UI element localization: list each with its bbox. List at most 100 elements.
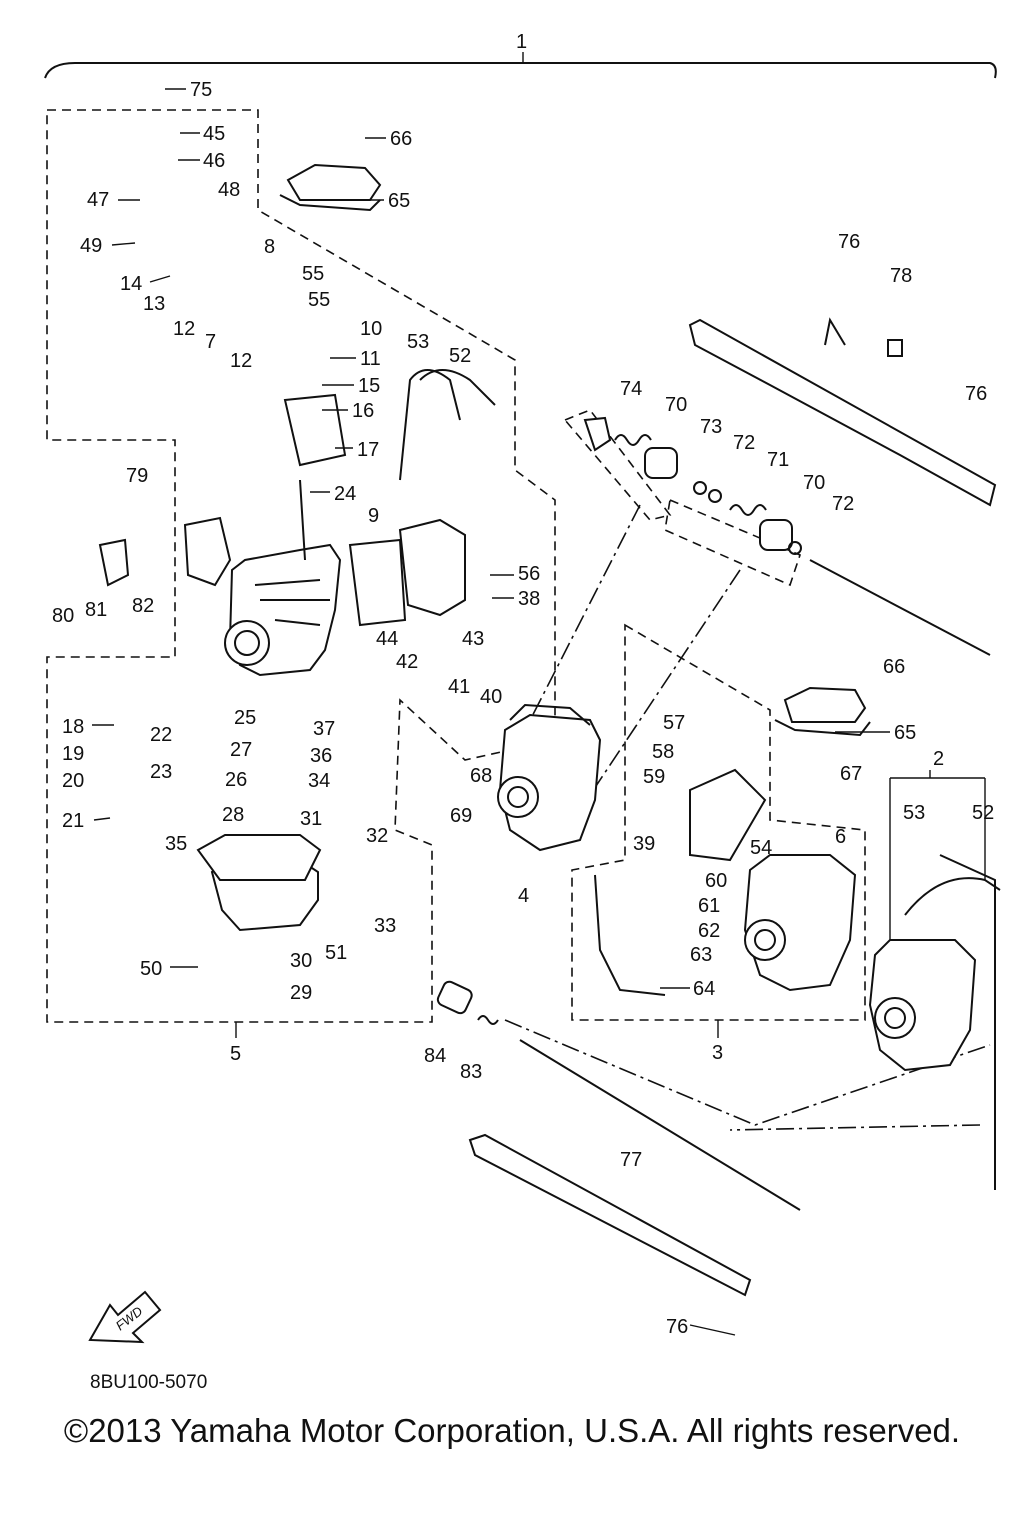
leader-lines [92, 88, 986, 1336]
callout-55b: 55 [308, 289, 330, 311]
carburetor-center-body [497, 703, 602, 852]
carburetor-assembly-2 [868, 854, 1001, 1190]
callout-46: 46 [203, 150, 225, 172]
callout-23: 23 [150, 761, 172, 783]
callout-42: 42 [396, 651, 418, 673]
callout-71: 71 [767, 449, 789, 471]
callout-15: 15 [358, 375, 380, 397]
sync-rod-and-rail [436, 980, 801, 1297]
callout-65: 65 [388, 190, 410, 212]
callout-26: 26 [225, 769, 247, 791]
callout-79: 79 [126, 465, 148, 487]
callout-78: 78 [890, 265, 912, 287]
callout-45: 45 [203, 123, 225, 145]
callout-76c: 76 [666, 1316, 688, 1338]
callout-57: 57 [663, 712, 685, 734]
callout-27: 27 [230, 739, 252, 761]
callout-82: 82 [132, 595, 154, 617]
copyright-notice: ©2013 Yamaha Motor Corporation, U.S.A. A… [63, 1412, 961, 1449]
callout-81: 81 [85, 599, 107, 621]
callout-10: 10 [360, 318, 382, 340]
callout-70b: 70 [803, 472, 825, 494]
callout-7: 7 [205, 331, 216, 353]
callout-56: 56 [518, 563, 540, 585]
throttle-cable-bracket-left [98, 516, 232, 587]
callout-51: 51 [325, 942, 347, 964]
callout-84: 84 [424, 1045, 446, 1067]
callout-76b: 76 [965, 383, 987, 405]
group-boundaries [46, 109, 991, 1131]
callout-72b: 72 [832, 493, 854, 515]
callout-2: 2 [933, 748, 944, 770]
callout-69: 69 [450, 805, 472, 827]
callout-35: 35 [165, 833, 187, 855]
callout-59: 59 [643, 766, 665, 788]
callout-28: 28 [222, 804, 244, 826]
callout-39: 39 [633, 833, 655, 855]
callout-1: 1 [516, 31, 527, 53]
callout-5: 5 [230, 1043, 241, 1065]
callout-83: 83 [460, 1061, 482, 1083]
callout-53: 53 [407, 331, 429, 353]
callout-31: 31 [300, 808, 322, 830]
callouts: 1 75 45 46 47 48 66 65 49 8 14 55 13 55 … [52, 31, 994, 1338]
callout-77: 77 [620, 1149, 642, 1171]
callout-66: 66 [390, 128, 412, 150]
callout-44: 44 [376, 628, 398, 650]
carburetor-right-body [594, 768, 857, 996]
callout-65b: 65 [894, 722, 916, 744]
top-cover-left [279, 163, 382, 212]
float-bowl-left [196, 834, 322, 932]
callout-54: 54 [750, 837, 772, 859]
diaphragm-cover-left [283, 393, 466, 627]
callout-36: 36 [310, 745, 332, 767]
callout-72a: 72 [733, 432, 755, 454]
callout-20: 20 [62, 770, 84, 792]
callout-76a: 76 [838, 231, 860, 253]
callout-55a: 55 [302, 263, 324, 285]
vacuum-hoses [399, 369, 496, 481]
callout-75: 75 [190, 79, 212, 101]
callout-30: 30 [290, 950, 312, 972]
callout-32: 32 [366, 825, 388, 847]
callout-40: 40 [480, 686, 502, 708]
callout-52: 52 [449, 345, 471, 367]
carburetor-left-body [224, 479, 342, 677]
callout-25: 25 [234, 707, 256, 729]
callout-73: 73 [700, 416, 722, 438]
callout-41: 41 [448, 676, 470, 698]
callout-12a: 12 [173, 318, 195, 340]
callout-38: 38 [518, 588, 540, 610]
callout-14: 14 [120, 273, 142, 295]
throttle-shaft-parts [583, 416, 991, 656]
callout-6: 6 [835, 826, 846, 848]
callout-3: 3 [712, 1042, 723, 1064]
callout-60: 60 [705, 870, 727, 892]
callout-8: 8 [264, 236, 275, 258]
callout-58: 58 [652, 741, 674, 763]
callout-74: 74 [620, 378, 642, 400]
callout-66b: 66 [883, 656, 905, 678]
callout-9: 9 [368, 505, 379, 527]
callout-62: 62 [698, 920, 720, 942]
drawing-code: 8BU100-5070 [90, 1372, 208, 1393]
callout-21: 21 [62, 810, 84, 832]
callout-64: 64 [693, 978, 715, 1000]
callout-22: 22 [150, 724, 172, 746]
callout-68: 68 [470, 765, 492, 787]
callout-18: 18 [62, 716, 84, 738]
callout-16: 16 [352, 400, 374, 422]
callout-70a: 70 [665, 394, 687, 416]
callout-49: 49 [80, 235, 102, 257]
callout-29: 29 [290, 982, 312, 1004]
callout-53b: 53 [903, 802, 925, 824]
callout-67: 67 [840, 763, 862, 785]
callout-19: 19 [62, 743, 84, 765]
callout-12b: 12 [230, 350, 252, 372]
callout-33: 33 [374, 915, 396, 937]
callout-61: 61 [698, 895, 720, 917]
callout-4: 4 [518, 885, 529, 907]
top-rail-bracket [688, 317, 997, 507]
callout-17: 17 [357, 439, 379, 461]
assembly-bracket [44, 52, 997, 79]
